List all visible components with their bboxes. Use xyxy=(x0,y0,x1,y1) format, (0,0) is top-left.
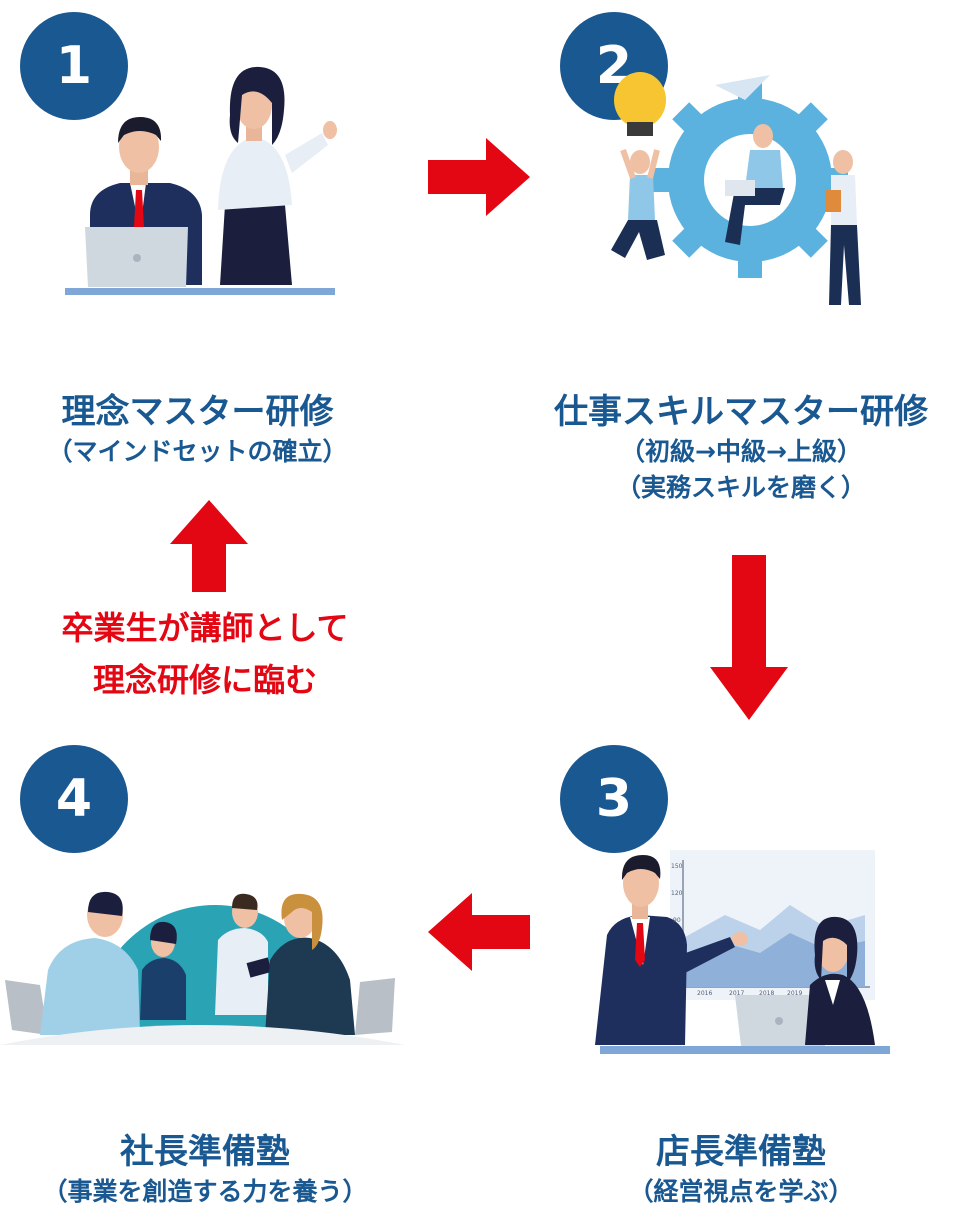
step-3-illustration: 150 120 90 2016 2017 2018 2019 xyxy=(585,845,895,1060)
chart-x-label-2016: 2016 xyxy=(697,990,713,997)
step-2-title-block: 仕事スキルマスター研修 （初級→中級→上級） （実務スキルを磨く） xyxy=(520,390,962,506)
arrow-up xyxy=(170,500,248,592)
step-4-subtitle: （事業を創造する力を養う） xyxy=(42,1177,368,1206)
step-2-illustration xyxy=(611,72,861,305)
graduate-note-line-1: 卒業生が講師として xyxy=(61,609,349,647)
graduate-note-line-2: 理念研修に臨む xyxy=(92,661,317,699)
step-4-title: 社長準備塾 xyxy=(120,1132,290,1172)
chart-x-label-2017: 2017 xyxy=(729,990,745,997)
arrow-down xyxy=(710,555,788,720)
step-3-title-block: 店長準備塾 （経営視点を学ぶ） xyxy=(520,1130,962,1210)
step-3-title: 店長準備塾 xyxy=(656,1132,826,1172)
step-1-subtitle: （マインドセットの確立） xyxy=(47,437,348,466)
step-3-subtitle: （経営視点を学ぶ） xyxy=(628,1177,854,1206)
step-4-badge: 4 xyxy=(20,745,128,853)
step-2-subtitle: （初級→中級→上級） xyxy=(620,437,862,466)
chart-y-label-120: 120 xyxy=(671,890,683,897)
chart-x-label-2019: 2019 xyxy=(787,990,803,997)
step-3-badge: 3 xyxy=(560,745,668,853)
chart-y-label-150: 150 xyxy=(671,863,683,870)
arrow-right xyxy=(428,138,530,216)
graduate-note: 卒業生が講師として 理念研修に臨む xyxy=(0,602,410,706)
chart-y-label-90: 90 xyxy=(673,917,681,924)
step-2-subtitle-2: （実務スキルを磨く） xyxy=(615,473,866,502)
arrow-left xyxy=(428,893,530,971)
step-1-illustration xyxy=(65,66,337,295)
step-1-badge: 1 xyxy=(20,12,128,120)
chart-x-label-2018: 2018 xyxy=(759,990,775,997)
step-1-title: 理念マスター研修 xyxy=(61,392,334,432)
step-2-title: 仕事スキルマスター研修 xyxy=(554,392,928,432)
step-4-illustration xyxy=(0,891,405,1045)
step-4-title-block: 社長準備塾 （事業を創造する力を養う） xyxy=(0,1130,410,1210)
step-1-title-block: 理念マスター研修 （マインドセットの確立） xyxy=(0,390,395,470)
